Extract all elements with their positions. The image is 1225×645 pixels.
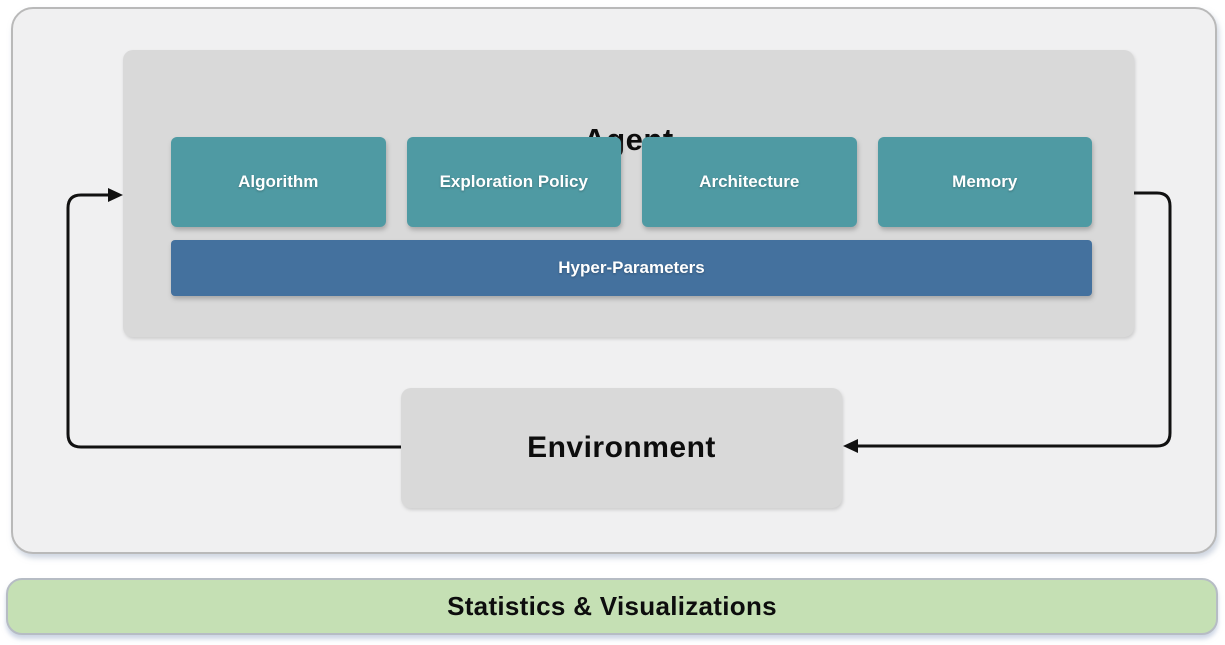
agent-component-architecture: Architecture [642,137,857,227]
hyper-parameters-bar: Hyper-Parameters [171,240,1092,296]
agent-component-label: Memory [952,172,1018,191]
environment-title: Environment [527,431,716,464]
agent-component-label: Exploration Policy [439,172,588,191]
agent-component-label: Algorithm [238,172,319,191]
agent-component-label: Architecture [699,172,800,191]
environment-box: Environment [401,388,842,508]
statistics-visualizations-label: Statistics & Visualizations [447,591,777,621]
agent-components-row: Algorithm Exploration Policy Architectur… [171,137,1092,227]
statistics-visualizations-bar: Statistics & Visualizations [6,578,1218,635]
agent-box: Agent Algorithm Exploration Policy Archi… [123,50,1134,337]
agent-component-algorithm: Algorithm [171,137,386,227]
hyper-parameters-label: Hyper-Parameters [558,258,705,277]
agent-component-exploration-policy: Exploration Policy [406,137,621,227]
agent-component-memory: Memory [877,137,1092,227]
